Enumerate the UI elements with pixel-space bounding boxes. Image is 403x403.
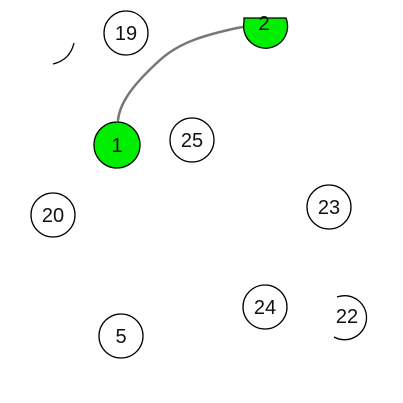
circle-25-ring — [169, 117, 215, 163]
circle-22-ring — [333, 295, 368, 341]
circle-1[interactable]: 1 — [93, 121, 141, 169]
circle-2-ring — [242, 17, 289, 49]
circle-25-label: 25 — [181, 130, 203, 152]
circle-19-ring — [103, 10, 149, 56]
circle-2-label: 2 — [258, 13, 269, 35]
circle-20-label: 20 — [42, 205, 64, 227]
circle-24-label: 24 — [254, 297, 276, 319]
circle-5-ring — [98, 313, 144, 359]
circle-20[interactable]: 20 — [30, 192, 76, 238]
circle-24-ring — [242, 284, 288, 330]
stray-arc-mark — [52, 42, 75, 65]
circle-19[interactable]: 19 — [103, 10, 149, 56]
circle-1-label: 1 — [111, 135, 122, 157]
circle-22-label: 22 — [336, 306, 358, 328]
path-line-1-to-2 — [116, 22, 262, 122]
circle-5[interactable]: 5 — [98, 313, 144, 359]
circle-20-ring — [30, 192, 76, 238]
circle-23[interactable]: 23 — [306, 184, 352, 230]
circle-2[interactable]: 2 — [242, 13, 289, 49]
circle-5-label: 5 — [115, 326, 126, 348]
circle-24[interactable]: 24 — [242, 284, 288, 330]
circle-23-label: 23 — [318, 197, 340, 219]
circle-22[interactable]: 22 — [333, 295, 368, 341]
circle-25[interactable]: 25 — [169, 117, 215, 163]
circle-19-label: 19 — [115, 23, 137, 45]
circle-23-ring — [306, 184, 352, 230]
circle-1-ring — [93, 121, 141, 169]
